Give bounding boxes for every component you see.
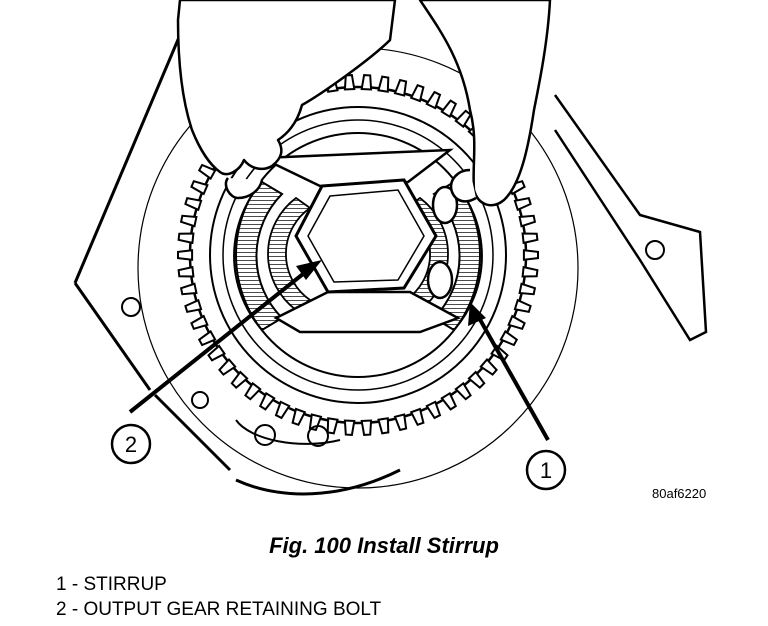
gear-tooth bbox=[521, 265, 539, 278]
gear-tooth bbox=[409, 83, 425, 103]
gear-tooth bbox=[377, 417, 390, 435]
callout-2-number: 2 bbox=[125, 432, 137, 457]
gear-tooth bbox=[274, 400, 291, 420]
callout-1-number: 1 bbox=[540, 458, 552, 483]
gear-tooth bbox=[207, 344, 226, 362]
gear-tooth bbox=[440, 391, 458, 411]
gear-tooth bbox=[177, 249, 194, 261]
figure-code: 80af6220 bbox=[652, 486, 707, 501]
gear-tooth bbox=[507, 314, 526, 331]
gear-tooth bbox=[360, 419, 373, 436]
stirrup bbox=[261, 148, 462, 334]
callout-2: 2 bbox=[110, 423, 152, 465]
transmission-housing bbox=[73, 15, 708, 496]
gear-tooth bbox=[393, 413, 408, 432]
gear-tooth bbox=[377, 75, 390, 93]
stirrup-installation-illustration: 2 1 bbox=[73, 0, 708, 496]
gear-tooth bbox=[291, 407, 307, 427]
gear-tooth bbox=[184, 197, 203, 212]
gear-tooth bbox=[197, 163, 217, 181]
legend-item-stirrup: 1 - STIRRUP bbox=[56, 574, 167, 595]
gear-tooth bbox=[513, 197, 532, 212]
gear-tooth bbox=[513, 298, 532, 313]
gear-tooth bbox=[343, 74, 356, 91]
gear-tooth bbox=[479, 357, 498, 376]
gear-tooth bbox=[197, 329, 217, 347]
gear-tooth bbox=[343, 419, 356, 436]
legend-item-output-gear-retaining-bolt: 2 - OUTPUT GEAR RETAINING BOLT bbox=[56, 599, 382, 620]
gear-tooth bbox=[393, 78, 408, 97]
gear-tooth bbox=[518, 214, 537, 228]
technician-hands bbox=[176, 0, 552, 207]
gear-tooth bbox=[177, 265, 195, 278]
gear-tooth bbox=[360, 74, 373, 91]
gear-tooth bbox=[190, 314, 209, 331]
gear-tooth bbox=[184, 298, 203, 313]
gear-tooth bbox=[518, 282, 537, 296]
gear-tooth bbox=[440, 99, 458, 119]
gear-tooth bbox=[190, 179, 209, 196]
gear-tooth bbox=[467, 370, 486, 389]
gear-tooth bbox=[499, 329, 519, 347]
gear-tooth bbox=[230, 370, 249, 389]
callout-arrow-1 bbox=[468, 302, 550, 441]
lower-housing-detail bbox=[235, 419, 341, 447]
figure-caption: Fig. 100 Install Stirrup bbox=[269, 533, 499, 558]
callout-arrow-2 bbox=[128, 260, 322, 414]
gear-tooth bbox=[179, 282, 198, 296]
gear-tooth bbox=[409, 407, 425, 427]
gear-tooth bbox=[218, 357, 237, 376]
gear-tooth bbox=[244, 381, 262, 401]
gear-tooth bbox=[454, 381, 472, 401]
gear-tooth bbox=[425, 400, 442, 420]
output-gear-retaining-bolt bbox=[294, 178, 438, 294]
gear-tooth bbox=[326, 417, 339, 435]
gear-tooth bbox=[522, 249, 539, 261]
gear-tooth bbox=[258, 391, 276, 411]
gear-tooth bbox=[521, 232, 539, 245]
gear-tooth bbox=[425, 90, 442, 110]
callout-1: 1 bbox=[525, 449, 567, 491]
gear-tooth bbox=[179, 214, 198, 228]
gear-tooth bbox=[177, 232, 195, 245]
legend: 1 - STIRRUP 2 - OUTPUT GEAR RETAINING BO… bbox=[56, 572, 381, 622]
